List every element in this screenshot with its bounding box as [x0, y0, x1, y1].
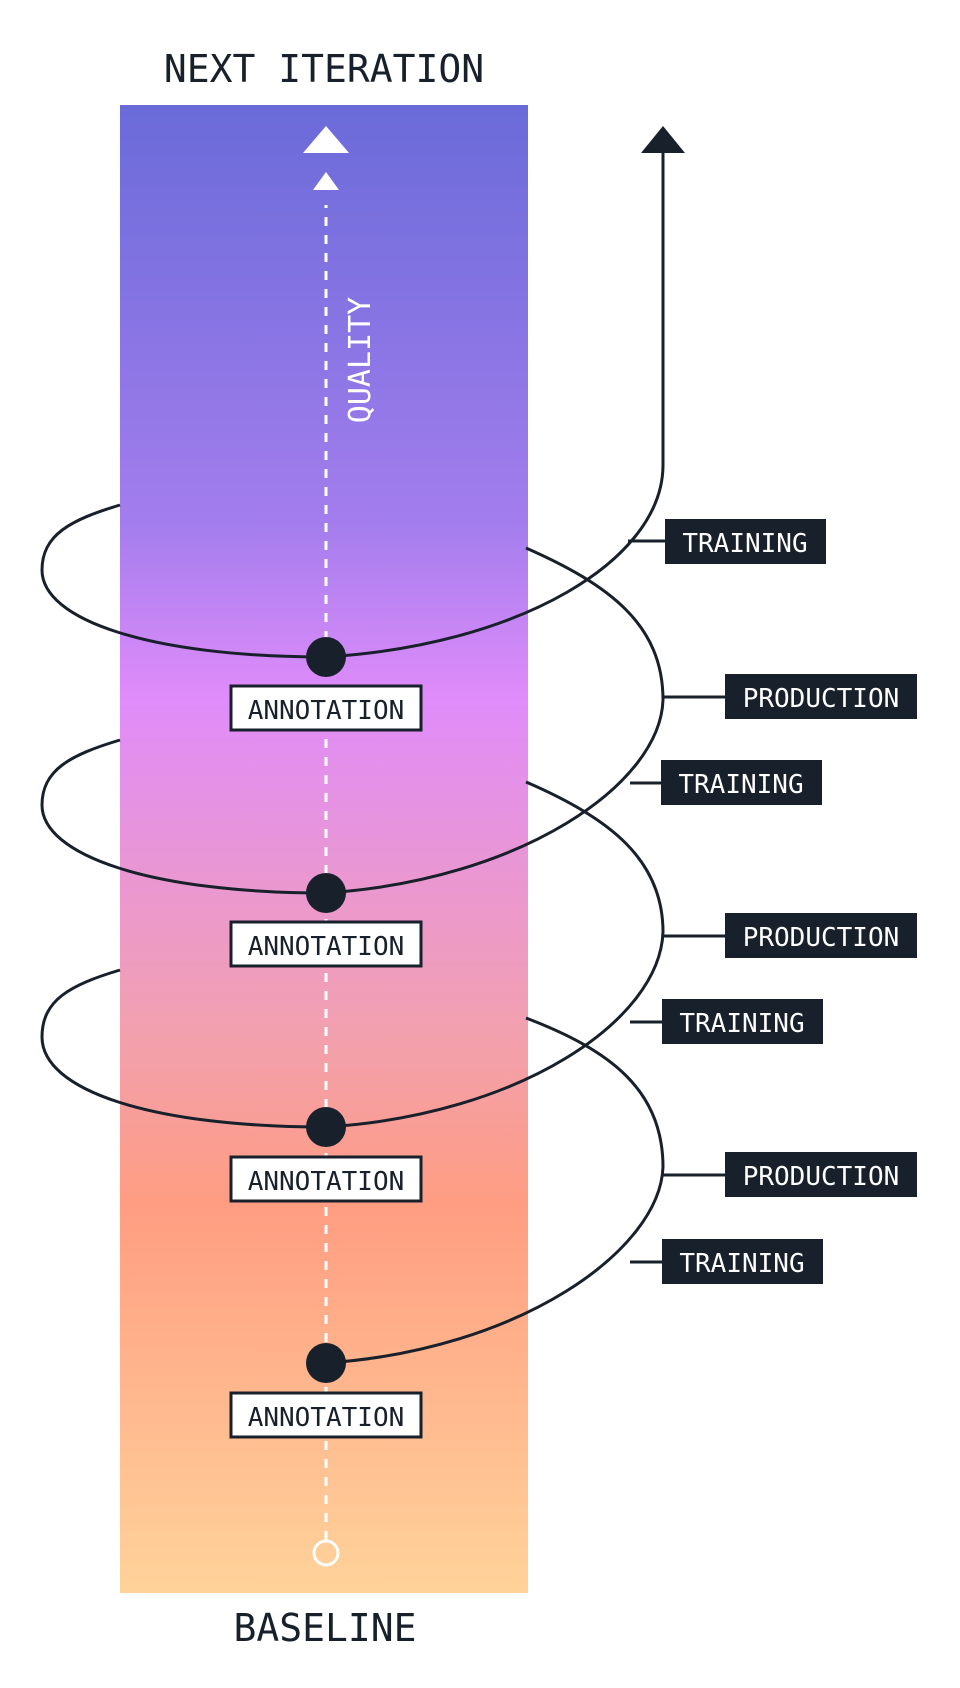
- spiral-back-left-3: [40, 503, 327, 659]
- spiral-back-left-2: [40, 738, 327, 895]
- training-tag-4: TRAINING: [662, 1239, 823, 1284]
- annotation-nodes: [306, 637, 346, 1383]
- annotation-node-2: [306, 873, 346, 913]
- annotation-node-4: [306, 1343, 346, 1383]
- production-label-2: PRODUCTION: [743, 923, 900, 953]
- annotation-label-2: ANNOTATION: [248, 932, 405, 962]
- spiral-front-segment-3: [325, 699, 665, 895]
- training-tag-2: TRAINING: [661, 760, 822, 805]
- spiral-back-segment-3: [525, 546, 665, 701]
- spiral-exit-arrowhead: [641, 126, 685, 153]
- annotation-node-1: [306, 637, 346, 677]
- spiral-back-segment-2: [525, 780, 665, 933]
- quality-axis-arrowhead-large: [303, 126, 349, 153]
- spiral: [40, 150, 665, 1365]
- annotation-box-4: ANNOTATION: [229, 1391, 423, 1439]
- training-label-3: TRAINING: [679, 1009, 804, 1039]
- annotation-label-4: ANNOTATION: [248, 1403, 405, 1433]
- annotation-node-3: [306, 1107, 346, 1147]
- production-tag-1: PRODUCTION: [725, 674, 917, 719]
- production-label-1: PRODUCTION: [743, 684, 900, 714]
- production-label-3: PRODUCTION: [743, 1162, 900, 1192]
- spiral-front-segment-2: [325, 931, 665, 1129]
- tag-connectors: [628, 539, 725, 1264]
- production-tag-3: PRODUCTION: [725, 1152, 917, 1197]
- annotation-box-1: ANNOTATION: [229, 684, 423, 732]
- training-label-4: TRAINING: [679, 1249, 804, 1279]
- spiral-back-left-1: [40, 968, 327, 1129]
- training-label-2: TRAINING: [678, 770, 803, 800]
- quality-axis-label: QUALITY: [343, 297, 378, 423]
- annotation-label-1: ANNOTATION: [248, 696, 405, 726]
- training-tag-3: TRAINING: [662, 999, 823, 1044]
- training-label-1: TRAINING: [682, 529, 807, 559]
- spiral-back-segment-1: [525, 1016, 665, 1168]
- production-tag-2: PRODUCTION: [725, 913, 917, 958]
- baseline-origin-marker: [312, 1539, 340, 1567]
- quality-axis-arrowhead-small: [313, 172, 339, 190]
- annotation-box-2: ANNOTATION: [229, 920, 423, 968]
- training-tag-1: TRAINING: [665, 519, 826, 564]
- spiral-front-segment-4: [325, 464, 665, 659]
- baseline-label: BASELINE: [233, 1606, 416, 1650]
- annotation-label-3: ANNOTATION: [248, 1167, 405, 1197]
- annotation-box-3: ANNOTATION: [229, 1155, 423, 1203]
- next-iteration-label: NEXT ITERATION: [164, 47, 484, 91]
- spiral-front-segment-1: [325, 1166, 665, 1365]
